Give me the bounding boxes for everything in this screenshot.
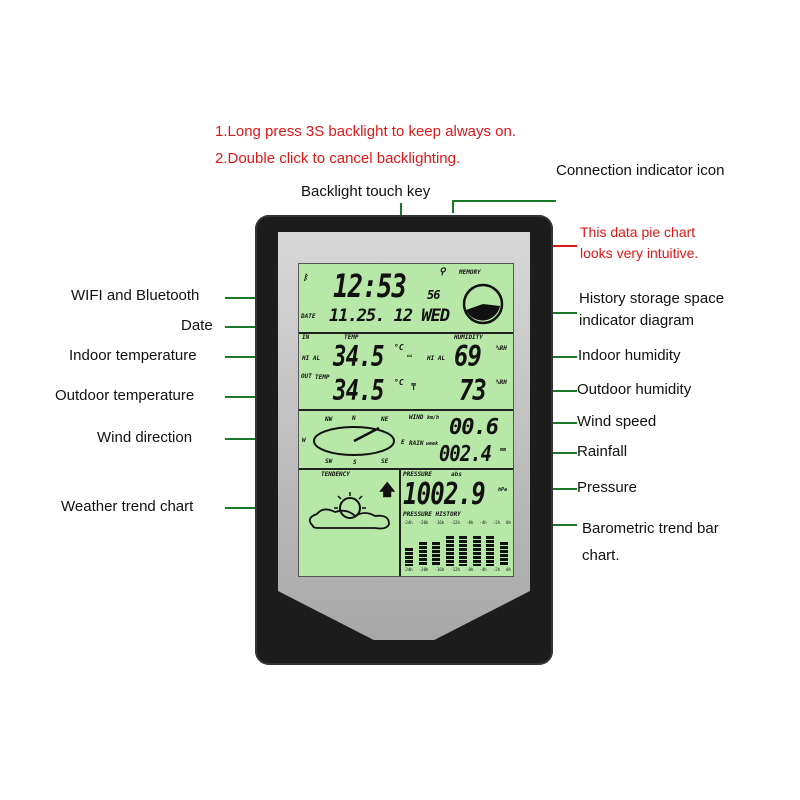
label-baro: Barometric trend bar chart.: [582, 520, 719, 564]
signal-icon: ⍑: [411, 383, 417, 393]
history-hour-label: -16h: [434, 520, 445, 525]
seconds-display: 56: [427, 288, 440, 302]
history-hour-label: -2h: [492, 520, 501, 525]
history-hours-bottom: -24h -20h -16h -12h -8h -4h -2h 0h: [403, 568, 511, 572]
connection-pointer-line: [452, 200, 454, 213]
backlight-pointer-line: [400, 203, 402, 215]
hi-al-label: HI AL: [302, 355, 321, 362]
pressure-history-bar: [432, 542, 440, 566]
history-hours-top: -24h -20h -16h -12h -8h -4h -2h 0h: [403, 521, 511, 525]
history-hour-label: -20h: [418, 567, 429, 572]
pressure-label: PRESSURE: [403, 471, 432, 478]
history-hour-label: 0h: [506, 567, 511, 572]
history-hour-label: -24h: [403, 520, 413, 525]
tendency-label: TENDENCY: [321, 471, 350, 478]
history-hour-label: -2h: [492, 567, 501, 572]
compass-w: W: [302, 437, 306, 444]
label-pressure: Pressure: [577, 479, 638, 496]
sun-cloud-icon: [308, 492, 390, 530]
pressure-history-bar: [486, 536, 494, 566]
pressure-history-bar: [405, 548, 413, 566]
label-wifi: WIFI and Bluetooth: [71, 287, 200, 304]
label-outdoor-hum: Outdoor humidity: [577, 381, 692, 398]
lcd-screen: ⚲ MEMORY ᛒ 12:53 56 DATE 11.25. 12 WED I…: [298, 263, 514, 577]
abs-label: abs: [451, 471, 462, 478]
mm-unit: mm: [500, 447, 507, 453]
unit-rh-2: %RH: [496, 379, 507, 386]
hi-al-label-2: HI AL: [427, 355, 446, 362]
humidity-label: HUMIDITY: [454, 334, 483, 341]
label-trend: Weather trend chart: [61, 498, 194, 515]
label-wind-dir: Wind direction: [97, 429, 193, 446]
indoor-temp-display: 34.5: [333, 340, 385, 373]
time-display: 12:53: [333, 267, 407, 305]
unit-c-2: °C: [394, 378, 404, 387]
temp-label: TEMP: [344, 334, 359, 341]
history-hour-label: -8h: [466, 520, 474, 525]
note-double-click: 2.Double click to cancel backlighting.: [215, 150, 461, 167]
history-hour-label: -8h: [466, 567, 474, 572]
pressure-display: 1002.9: [403, 477, 486, 512]
compass-nw: NW: [325, 416, 333, 423]
pressure-history-bar: [459, 536, 467, 566]
label-rainfall: Rainfall: [577, 443, 628, 460]
label-connection: Connection indicator icon: [556, 162, 725, 179]
label-indoor-temp: Indoor temperature: [69, 347, 197, 364]
outdoor-temp-display: 34.5: [333, 374, 385, 407]
pie-pointer-line: [553, 245, 577, 247]
rain-unit: week: [426, 441, 439, 447]
pressure-history-label: PRESSURE HISTORY: [403, 511, 461, 518]
note-long-press: 1.Long press 3S backlight to keep always…: [215, 123, 517, 140]
battery-icon: ▭: [407, 351, 412, 360]
unit-c: °C: [394, 343, 404, 352]
wind-speed-display: 00.6: [449, 415, 499, 440]
connection-pointer-line-h: [452, 200, 556, 202]
history-hour-label: -4h: [479, 567, 487, 572]
pressure-history-bar: [445, 536, 454, 566]
pressure-history-bar: [499, 542, 508, 566]
compass-e: E: [401, 439, 405, 446]
indoor-hum-display: 69: [454, 340, 482, 373]
compass-n: N: [352, 415, 356, 422]
history-hour-label: -20h: [418, 520, 429, 525]
history-hour-label: -16h: [434, 567, 445, 572]
pressure-history-bar: [418, 542, 427, 566]
date-label: DATE: [301, 313, 316, 320]
label-date: Date: [181, 317, 213, 334]
history-hour-label: -4h: [479, 520, 487, 525]
in-label: IN: [302, 334, 310, 341]
date-display: 11.25. 12 WED: [329, 306, 450, 326]
history-hour-label: 0h: [506, 520, 511, 525]
pressure-history-bar: [472, 536, 481, 566]
rain-label: RAIN: [409, 440, 424, 447]
history-hour-label: -12h: [450, 520, 460, 525]
up-arrow-icon: 🡅: [379, 480, 396, 499]
label-outdoor-temp: Outdoor temperature: [55, 387, 195, 404]
bluetooth-icon: ᛒ: [303, 273, 308, 282]
wind-label: WIND: [409, 414, 424, 421]
label-history: History storage space indicator diagram: [579, 290, 725, 329]
note-pie: This data pie chart looks very intuitive…: [580, 224, 699, 261]
label-indoor-hum: Indoor humidity: [578, 347, 681, 364]
compass-s: S: [353, 459, 357, 466]
hpa-unit: hPa: [498, 487, 508, 493]
memory-label: MEMORY: [459, 269, 481, 276]
history-hour-label: -12h: [450, 567, 460, 572]
compass-sw: SW: [325, 458, 333, 465]
label-backlight: Backlight touch key: [301, 183, 431, 200]
rainfall-display: 002.4: [439, 442, 492, 467]
pressure-history-bars: [403, 532, 511, 566]
outdoor-hum-display: 73: [459, 374, 487, 407]
memory-pie-chart: [462, 283, 504, 325]
temp-small-label: TEMP: [315, 374, 330, 381]
connection-icon: ⚲: [439, 267, 446, 277]
compass-se: SE: [381, 458, 389, 465]
label-wind-speed: Wind speed: [577, 413, 657, 430]
unit-rh: %RH: [496, 345, 507, 352]
out-label: OUT: [301, 373, 312, 380]
history-hour-label: -24h: [403, 567, 413, 572]
wind-compass: [313, 426, 395, 456]
compass-ne: NE: [381, 416, 389, 423]
wind-unit: km/h: [427, 415, 440, 421]
